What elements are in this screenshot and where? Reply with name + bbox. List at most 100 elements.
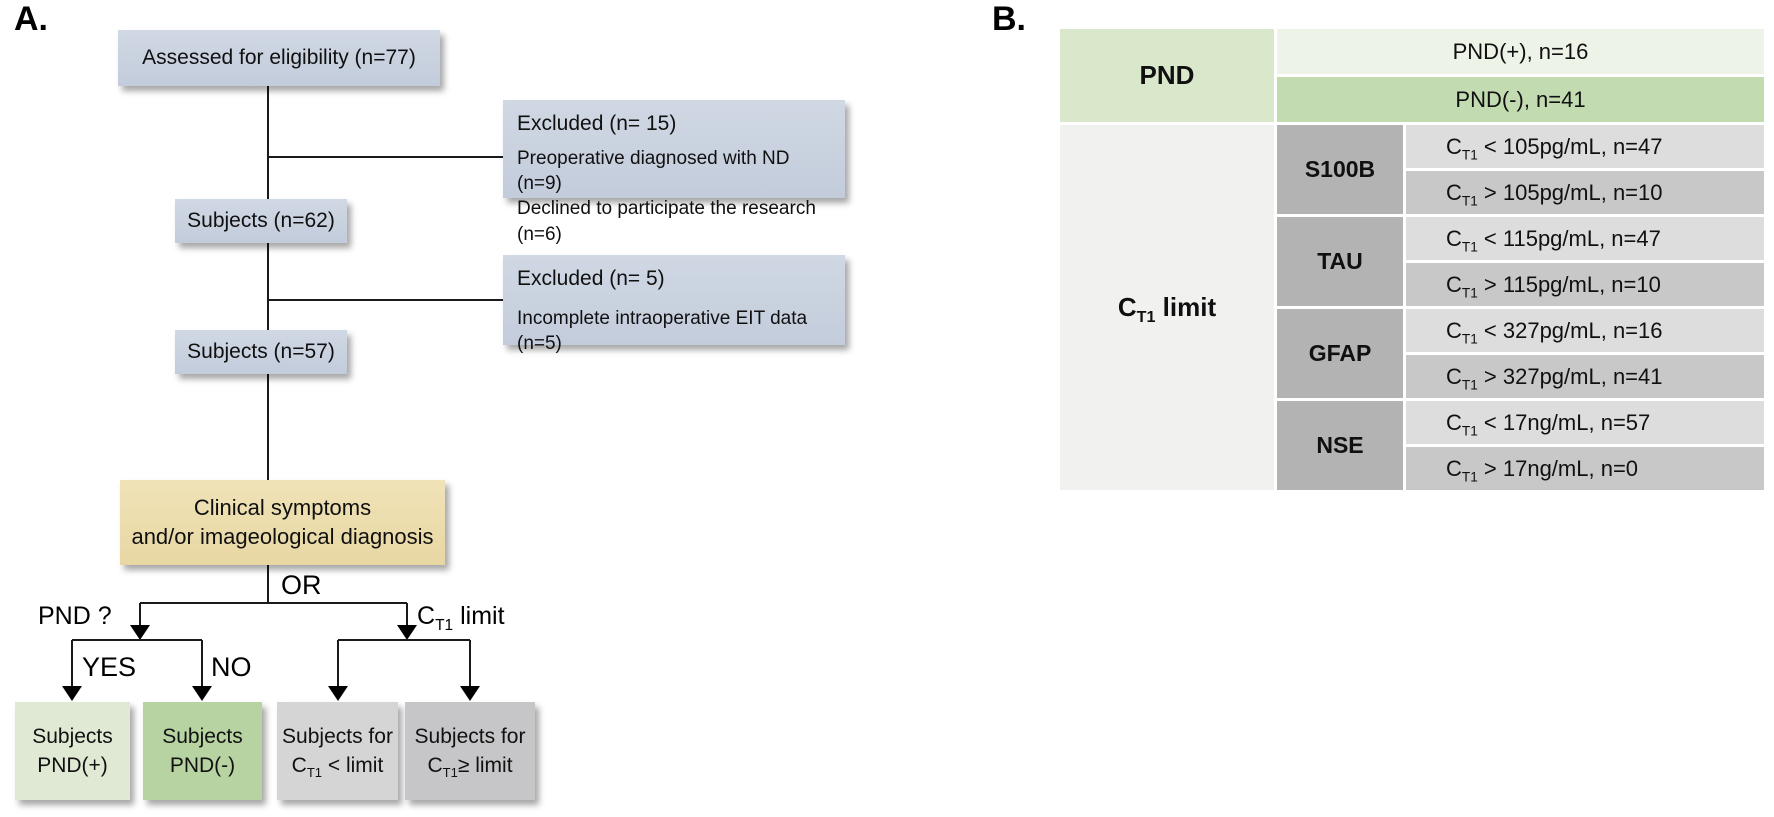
ct1-limit-label-sub: T1 — [435, 617, 454, 634]
outcome-ct1-below-rest: < limit — [322, 754, 384, 777]
excluded-1-title: Excluded (n= 15) — [517, 112, 677, 135]
flow-box-subjects-57: Subjects (n=57) — [175, 330, 347, 374]
ct1-limit-header-cell: CT1 limit — [1060, 125, 1274, 490]
data-cell: CT1 > 115pg/mL, n=10 — [1406, 263, 1764, 306]
data-rest: < 105pg/mL, n=47 — [1477, 133, 1663, 159]
table-row: CT1 > 327pg/mL, n=41 — [1060, 355, 1764, 398]
data-pre: C — [1446, 317, 1462, 343]
pnd-question-label: PND ? — [38, 602, 112, 630]
arrowhead — [397, 625, 417, 640]
outcome-ct1-above-line-1: Subjects for — [414, 724, 526, 748]
data-pre: C — [1446, 409, 1462, 435]
data-pre: C — [1446, 363, 1462, 389]
data-cell: CT1 > 105pg/mL, n=10 — [1406, 171, 1764, 214]
pnd-header-cell: PND — [1060, 29, 1274, 122]
table-row: PND PND(+), n=16 — [1060, 29, 1764, 122]
marker-cell-gfap: GFAP — [1277, 309, 1403, 398]
panel-a-label: A. — [14, 0, 48, 38]
ct1-limit-label-rest: limit — [453, 602, 505, 630]
data-pre: C — [1446, 225, 1462, 251]
arrowhead — [192, 686, 212, 701]
panel-b-label: B. — [992, 0, 1026, 38]
flow-box-subjects-62-text: Subjects (n=62) — [187, 209, 335, 233]
marker-cell-s100b: S100B — [1277, 125, 1403, 214]
data-sub: T1 — [1461, 422, 1478, 438]
table-row: CT1 > 17ng/mL, n=0 — [1060, 447, 1764, 490]
data-cell: CT1 > 17ng/mL, n=0 — [1406, 447, 1764, 490]
arrowhead — [328, 686, 348, 701]
outcome-pnd-negative-line-2: PND(-) — [169, 754, 236, 777]
excluded-1-item: Preoperative diagnosed with ND (n=9) — [517, 148, 790, 195]
data-rest: > 17ng/mL, n=0 — [1477, 455, 1639, 481]
outcome-ct1-below-sub: T1 — [306, 765, 323, 781]
outcome-pnd-positive-line-1: Subjects — [32, 724, 113, 748]
outcome-ct1-below-line-1: Subjects for — [282, 724, 393, 748]
flow-box-subjects-57-text: Subjects (n=57) — [187, 340, 335, 364]
data-rest: > 105pg/mL, n=10 — [1477, 179, 1663, 205]
data-cell: CT1 < 105pg/mL, n=47 — [1406, 125, 1764, 168]
outcome-box-ct1-above-limit: Subjects for CT1≥ limit — [405, 702, 535, 800]
outcome-box-pnd-positive: Subjects PND(+) — [15, 702, 130, 800]
data-cell: CT1 < 115pg/mL, n=47 — [1406, 217, 1764, 260]
arrowhead — [62, 686, 82, 701]
data-cell: CT1 < 17ng/mL, n=57 — [1406, 401, 1764, 444]
outcome-box-pnd-negative: Subjects PND(-) — [143, 702, 262, 800]
ct1-limit-label: CT1 limit — [417, 602, 505, 634]
data-rest: < 17ng/mL, n=57 — [1477, 409, 1651, 435]
outcome-ct1-above-line-2: CT1≥ limit — [427, 751, 512, 780]
clinical-line-2: and/or imageological diagnosis — [131, 523, 434, 549]
ct1-limit-label-pre: C — [417, 602, 436, 630]
data-cell: CT1 > 327pg/mL, n=41 — [1406, 355, 1764, 398]
table-row: CT1 limit S100B CT1 < 105pg/mL, n=47 — [1060, 125, 1764, 490]
table-row: NSE CT1 < 17ng/mL, n=57 — [1060, 401, 1764, 490]
data-sub: T1 — [1461, 376, 1478, 392]
data-cell: CT1 < 327pg/mL, n=16 — [1406, 309, 1764, 352]
pnd-negative-cell: PND(-), n=41 — [1277, 77, 1764, 122]
ct1-header-rest: limit — [1155, 292, 1217, 322]
data-rest: < 115pg/mL, n=47 — [1477, 225, 1661, 251]
pnd-positive-cell: PND(+), n=16 — [1277, 29, 1764, 74]
outcome-ct1-above-pre: C — [427, 754, 443, 777]
flow-box-eligibility-text: Assessed for eligibility (n=77) — [142, 46, 416, 70]
clinical-line-1: Clinical symptoms — [193, 494, 372, 520]
flow-connectors — [62, 86, 503, 701]
no-label: NO — [211, 652, 252, 682]
data-sub: T1 — [1461, 192, 1478, 208]
data-sub: T1 — [1461, 330, 1478, 346]
data-sub: T1 — [1461, 238, 1478, 254]
flow-box-excluded-2: Excluded (n= 5) Incomplete intraoperativ… — [503, 255, 845, 354]
data-pre: C — [1446, 179, 1462, 205]
data-sub: T1 — [1461, 146, 1478, 162]
data-pre: C — [1446, 133, 1462, 159]
table-row: TAU CT1 < 115pg/mL, n=47 — [1060, 217, 1764, 306]
summary-table: PND PND(+), n=16 PND(-), n=41 CT1 limit … — [1057, 26, 1767, 493]
outcome-ct1-above-sub: T1 — [442, 765, 458, 781]
data-rest: > 327pg/mL, n=41 — [1477, 363, 1663, 389]
arrowhead — [460, 686, 480, 701]
excluded-2-item: Incomplete intraoperative EIT data (n=5) — [517, 308, 808, 355]
data-pre: C — [1446, 455, 1462, 481]
flow-box-eligibility: Assessed for eligibility (n=77) — [118, 30, 440, 86]
table-row: CT1 > 105pg/mL, n=10 — [1060, 171, 1764, 214]
flow-box-excluded-1: Excluded (n= 15) Preoperative diagnosed … — [503, 100, 845, 245]
outcome-pnd-positive-line-2: PND(+) — [37, 754, 108, 777]
outcome-ct1-above-rest: ≥ limit — [457, 754, 513, 777]
outcome-pnd-negative-line-1: Subjects — [162, 724, 243, 748]
outcome-ct1-below-line-2: CT1 < limit — [292, 751, 384, 780]
yes-label: YES — [82, 652, 137, 682]
ct1-header-sub: T1 — [1136, 308, 1156, 327]
data-sub: T1 — [1461, 284, 1478, 300]
ct1-header-pre: C — [1117, 292, 1137, 322]
marker-cell-tau: TAU — [1277, 217, 1403, 306]
excluded-1-item: Declined to participate the research (n=… — [517, 198, 816, 245]
outcome-box-ct1-below-limit: Subjects for CT1 < limit — [277, 702, 398, 800]
excluded-2-title: Excluded (n= 5) — [517, 267, 665, 290]
flow-box-clinical-diagnosis: Clinical symptoms and/or imageological d… — [120, 480, 445, 565]
data-pre: C — [1446, 271, 1462, 297]
data-rest: < 327pg/mL, n=16 — [1477, 317, 1663, 343]
data-sub: T1 — [1461, 468, 1478, 484]
table-row: CT1 > 115pg/mL, n=10 — [1060, 263, 1764, 306]
table-row: PND(-), n=41 — [1060, 77, 1764, 122]
marker-cell-nse: NSE — [1277, 401, 1403, 490]
